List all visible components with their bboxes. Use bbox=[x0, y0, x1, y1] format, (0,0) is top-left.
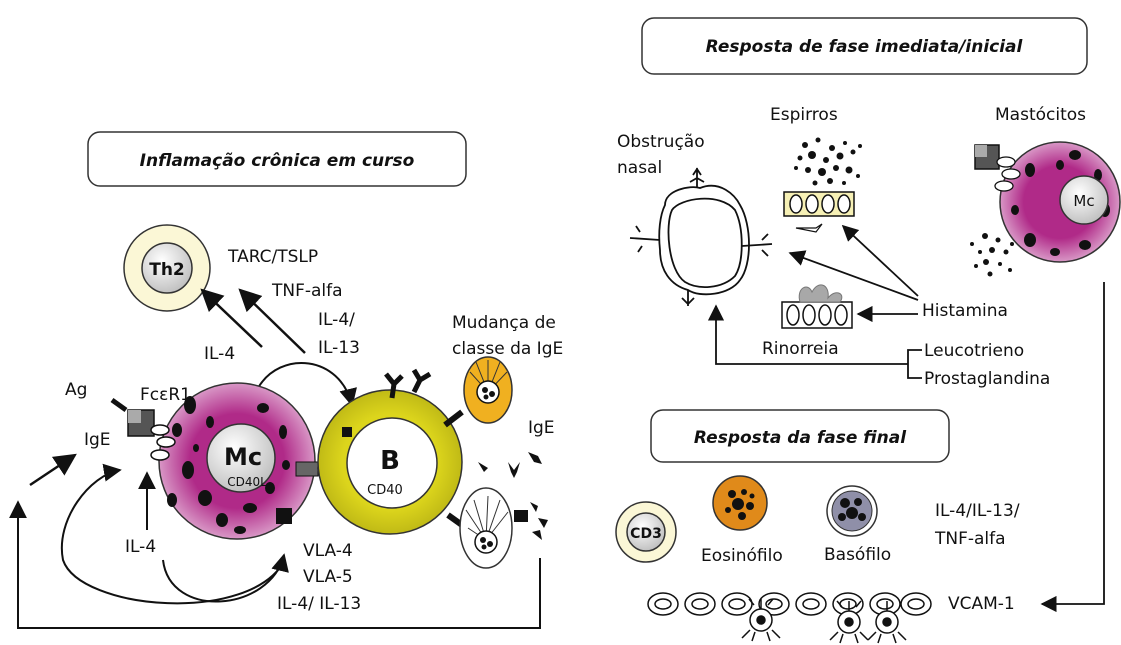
mc-label-chronic: Mc bbox=[224, 443, 262, 471]
eosinophil-cell bbox=[712, 475, 768, 531]
mudanca-label-line2: classe da IgE bbox=[452, 339, 563, 359]
ag-label: Ag bbox=[65, 380, 87, 400]
endothelium bbox=[647, 592, 932, 616]
vla5-label: VLA-5 bbox=[303, 567, 353, 587]
epithelium-cells bbox=[783, 191, 855, 233]
vla4-label: VLA-4 bbox=[303, 541, 353, 561]
il4-bottom-label: IL-4 bbox=[125, 537, 156, 557]
transmigrating-leukocytes bbox=[741, 598, 907, 644]
b-cell: B CD40 bbox=[317, 368, 464, 535]
late-title-box: Resposta da fase final bbox=[650, 409, 950, 463]
mast-cell-chronic: Mc CD40L bbox=[158, 382, 316, 540]
plasma-cell-orange bbox=[463, 356, 513, 424]
espirros-label: Espirros bbox=[770, 105, 838, 125]
cd3-cell: CD3 bbox=[615, 501, 677, 563]
arrow-ige-to-receptor bbox=[29, 453, 77, 487]
rhinorrhea-cells bbox=[781, 284, 853, 329]
th2-label: Th2 bbox=[149, 260, 185, 280]
cytokines-label-line2: TNF-alfa bbox=[934, 529, 1006, 549]
arc-il4-il13-to-mc bbox=[60, 463, 286, 605]
tarc-label: TARC/TSLP bbox=[227, 247, 318, 267]
prostaglandina-label: Prostaglandina bbox=[924, 369, 1050, 389]
immediate-title: Resposta de fase imediata/inicial bbox=[706, 37, 1024, 57]
arrow-mc-to-th2-2 bbox=[238, 288, 306, 354]
arc-il4-to-vla bbox=[162, 553, 289, 603]
rinorreia-label: Rinorreia bbox=[762, 339, 839, 359]
il4-top-label: IL-4 bbox=[204, 344, 235, 364]
mastocitos-label: Mastócitos bbox=[995, 105, 1086, 125]
mediator-bracket bbox=[907, 349, 922, 379]
mc-label-immediate: Mc bbox=[1073, 192, 1094, 210]
b-label: B bbox=[380, 446, 400, 476]
basofilo-label: Basófilo bbox=[824, 545, 891, 565]
cd40-label: CD40 bbox=[367, 483, 403, 498]
cd3-label: CD3 bbox=[630, 526, 662, 542]
mediator-granules bbox=[970, 233, 1014, 277]
ige-left-label: IgE bbox=[84, 430, 111, 450]
fce-receptor bbox=[110, 397, 176, 461]
arrow-histamina-obstrucao bbox=[788, 250, 919, 301]
arrow-histamina-espirros bbox=[841, 224, 919, 297]
arrow-mc-to-b-cell bbox=[257, 362, 357, 407]
sneeze-particles bbox=[794, 137, 862, 186]
fcer1-label: FcεR1 bbox=[140, 385, 191, 405]
il4-il13-bottom-label: IL-4/ IL-13 bbox=[277, 594, 361, 614]
chronic-title-box: Inflamação crônica em curso bbox=[87, 131, 467, 187]
tnf-label: TNF-alfa bbox=[271, 281, 343, 301]
mast-cell-immediate: Mc bbox=[974, 141, 1121, 263]
arrow-mc-to-th2-1 bbox=[200, 288, 263, 348]
cytokines-label-line1: IL-4/IL-13/ bbox=[935, 501, 1020, 521]
ige-right-label: IgE bbox=[528, 418, 555, 438]
histamina-label: Histamina bbox=[922, 301, 1008, 321]
chronic-title: Inflamação crônica em curso bbox=[140, 151, 415, 171]
mudanca-label-line1: Mudança de bbox=[452, 313, 556, 333]
th2-cell: Th2 bbox=[123, 224, 211, 312]
il4-il13-label-line1: IL-4/ bbox=[318, 310, 355, 330]
arrow-mediators-to-obstrucao bbox=[707, 304, 908, 365]
basophil-cell bbox=[826, 485, 878, 537]
vla-block bbox=[276, 508, 292, 524]
late-title: Resposta da fase final bbox=[694, 428, 907, 448]
arrow-mc-to-vcam bbox=[1040, 282, 1105, 613]
eosinofilo-label: Eosinófilo bbox=[701, 546, 783, 566]
vcam-label: VCAM-1 bbox=[948, 594, 1015, 614]
feedback-loop-arrow bbox=[8, 500, 541, 629]
cd40l-label: CD40L bbox=[227, 475, 267, 489]
plasma-cell-white bbox=[459, 487, 513, 569]
obstrucao-label-line2: nasal bbox=[617, 158, 662, 178]
il4-il13-label-line2: IL-13 bbox=[318, 338, 360, 358]
nasal-airway bbox=[629, 167, 773, 306]
ige-molecules bbox=[478, 452, 548, 540]
immediate-title-box: Resposta de fase imediata/inicial bbox=[641, 17, 1088, 75]
leucotrieno-label: Leucotrieno bbox=[924, 341, 1024, 361]
obstrucao-label-line1: Obstrução bbox=[617, 132, 705, 152]
